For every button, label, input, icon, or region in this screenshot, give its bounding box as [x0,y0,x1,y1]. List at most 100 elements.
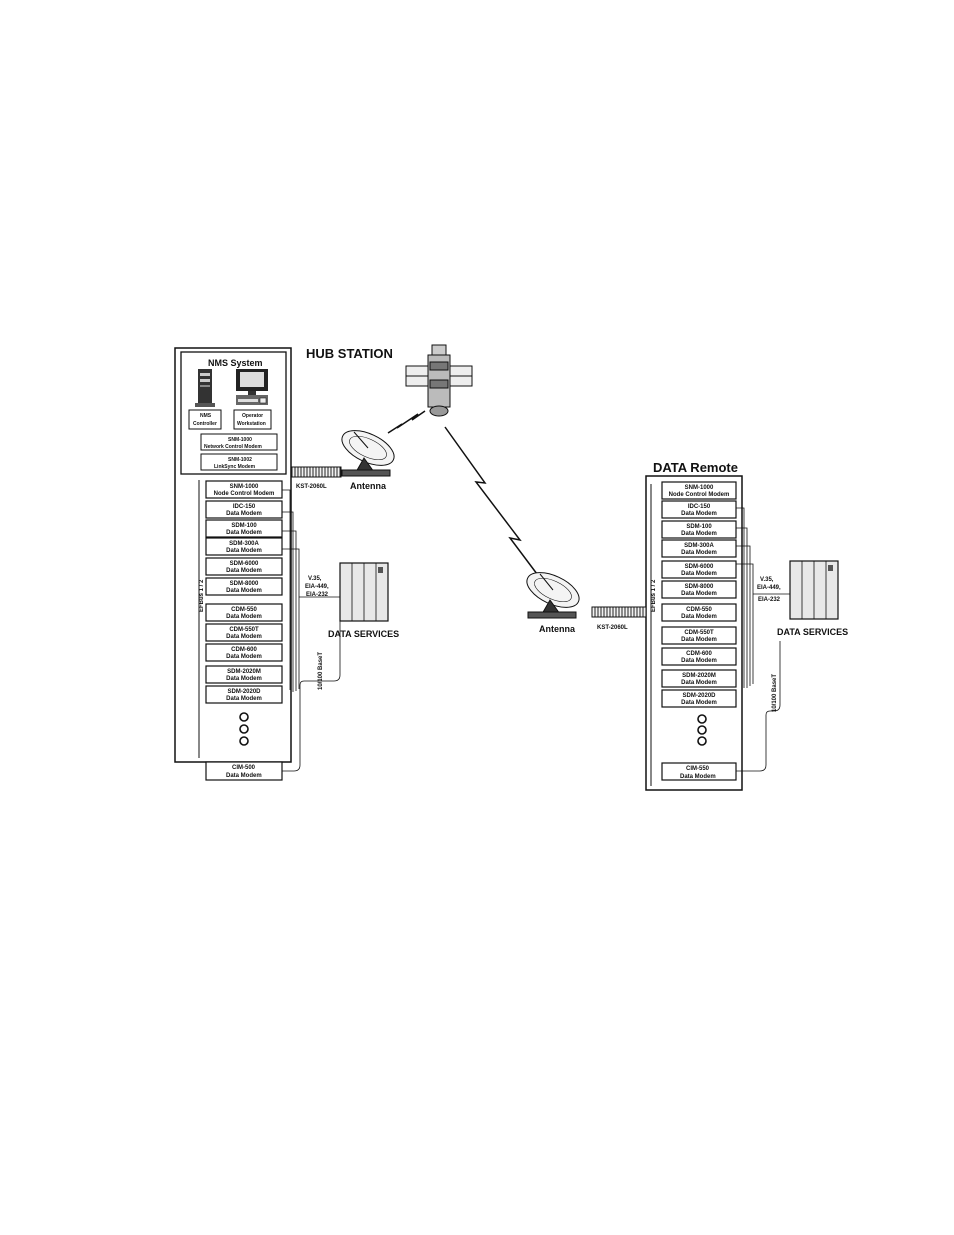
hub-modem-model: SDM-2020D [227,689,261,695]
remote-modem-model: SDM-2020M [682,673,716,679]
hub-bus-label: EFBus 1 / 2 [199,579,205,612]
network-modem-line1: SNM-1000 [228,437,252,443]
hub-modem-model: SNM-1000 [230,484,259,490]
hub-modem-box [205,557,283,576]
nms-system: NMS System NMS Controller [180,351,287,475]
hub-modem-type: Data Modem [226,654,262,660]
remote-modem-box [661,626,737,645]
remote-modem-box [661,603,737,622]
remote-bottom-modem-type: Data Modem [680,774,716,780]
linksync-modem-line2: LinkSync Modem [214,464,256,470]
data-remote-title: DATA Remote [653,460,738,475]
hub-modem-type: Data Modem [226,511,262,517]
hub-modem-box [205,537,283,556]
remote-modem-type: Data Modem [681,658,717,664]
remote-modem-model: SDM-100 [686,524,712,530]
remote-modem-type: Data Modem [681,637,717,643]
hub-converter-label: KST-2060L [296,484,327,490]
remote-modem-type: Data Modem [681,511,717,517]
remote-modem-box [661,539,737,558]
remote-converter-label: KST-2060L [597,625,628,631]
hub-modem-model: CDM-550T [229,627,259,633]
remote-interface-2: EIA-449, [757,585,781,591]
hub-antenna-icon [341,430,395,477]
downlink-signal-icon [444,426,556,599]
linksync-modem-line1: SNM-1002 [228,457,252,463]
satellite-icon [405,344,473,417]
hub-modem-box [205,603,283,622]
remote-modem-type: Data Modem [681,614,717,620]
remote-interface-1: V.35, [760,577,774,583]
remote-modem-model: SDM-6000 [685,564,714,570]
hub-modem-model: SDM-8000 [230,581,259,587]
hub-interface-3: EIA-232 [306,592,329,598]
remote-bottom-modem-model: CIM-550 [686,766,710,772]
hub-modem-type: Data Modem [226,588,262,594]
remote-antenna-label: Antenna [539,624,576,634]
hub-modem-box [205,500,283,519]
workstation-icon [236,369,268,405]
remote-modem-box [661,669,737,688]
remote-modem-model: CDM-550 [686,607,712,613]
hub-modem-type: Node Control Modem [214,491,275,497]
remote-modem-box [661,689,737,708]
remote-modem-type: Data Modem [681,531,717,537]
remote-data-services-label: DATA SERVICES [777,627,848,637]
remote-modem-type: Node Control Modem [669,492,730,498]
hub-modem-model: SDM-2020M [227,669,261,675]
remote-modem-model: CDM-600 [686,651,712,657]
hub-modem-type: Data Modem [226,696,262,702]
remote-converter-icon [591,606,647,618]
network-modem-line2: Network Control Modem [204,444,262,450]
nms-controller-line2: Controller [193,421,217,427]
remote-continuation-dots [697,714,707,746]
hub-station-title: HUB STATION [306,346,393,361]
hub-bottom-modem-type: Data Modem [226,773,262,779]
hub-modem-model: SDM-100 [231,523,257,529]
hub-modem-model: CDM-550 [231,607,257,613]
remote-modem-model: SDM-300A [684,543,714,549]
hub-lan-label: 10/100 BaseT [318,652,324,690]
hub-interface-2: EIA-449, [305,584,329,590]
remote-interface-3: EIA-232 [758,597,781,603]
hub-modem-type: Data Modem [226,634,262,640]
hub-modem-box [205,519,283,538]
hub-station: HUB STATION NMS System [174,346,399,781]
hub-antenna-label: Antenna [350,481,387,491]
remote-modem-type: Data Modem [681,550,717,556]
operator-workstation-line1: Operator [242,413,263,419]
nms-system-title: NMS System [208,358,263,368]
hub-modem-model: CDM-600 [231,647,257,653]
remote-interface-lines [736,507,790,772]
hub-modem-type: Data Modem [226,676,262,682]
hub-modem-box [205,480,283,499]
remote-modem-box [661,580,737,599]
uplink-signal-icon [387,410,426,434]
hub-modem-box [205,577,283,596]
hub-modem-box [205,643,283,662]
remote-modem-model: SNM-1000 [685,485,714,491]
remote-modem-model: IDC-150 [688,504,711,510]
remote-antenna-icon [526,572,580,619]
hub-modem-type: Data Modem [226,530,262,536]
hub-modem-box [205,685,283,704]
